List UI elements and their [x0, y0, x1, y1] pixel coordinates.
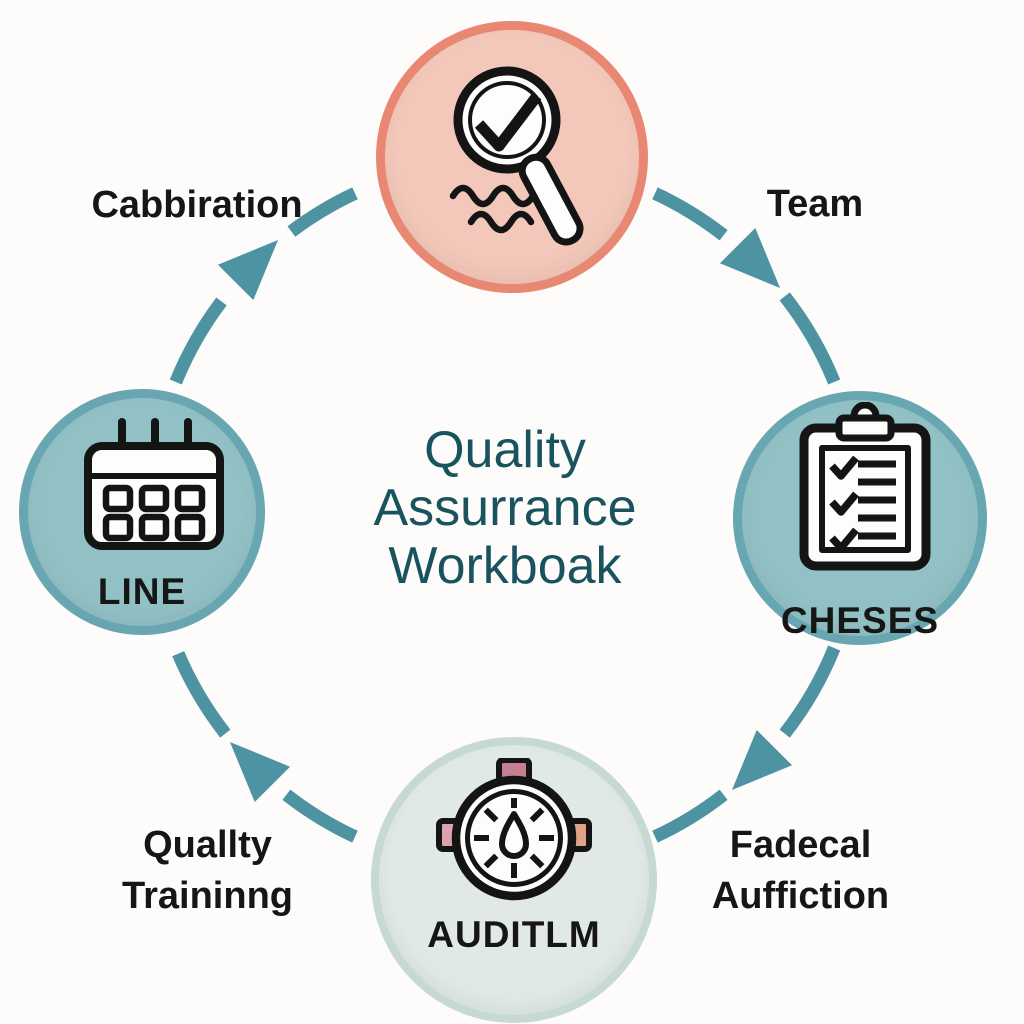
outer-label-line: Fadecal [729, 824, 872, 866]
arrow-head-bottom-right [731, 729, 793, 791]
clipboard-checklist-icon [799, 402, 931, 571]
outer-label-line: Auffiction [711, 875, 890, 917]
diagram-title-line-1: Quality [424, 421, 586, 479]
outer-label-top-left: Cabbiration [37, 180, 357, 231]
arrow-head-bottom-left [229, 741, 291, 803]
node-checklist: CHESES [733, 391, 987, 645]
diagram-title-line-2: Assurrance [373, 479, 637, 537]
calendar-icon [84, 418, 224, 550]
node-audit: AUDITLM [371, 737, 657, 1023]
node-calendar: LINE [19, 389, 265, 635]
wave-line [467, 210, 535, 234]
cycle-arc [282, 789, 358, 843]
node-label-auditlm: AUDITLM [427, 914, 601, 955]
outer-label-line: Cabbiration [91, 184, 303, 226]
cycle-arc [652, 187, 728, 241]
outer-label-line: Quallty [143, 824, 272, 866]
arrow-head-top-right [719, 227, 781, 289]
stopwatch-icon [436, 758, 592, 901]
diagram-title: Quality Assurrance Workboak [305, 421, 705, 595]
arrow-head-top-left [217, 239, 279, 301]
check-mark [829, 527, 859, 552]
check-mark [829, 455, 859, 480]
node-label-cheses: CHESES [780, 600, 940, 641]
cycle-arc [779, 292, 841, 385]
node-inspection [376, 21, 648, 293]
check-mark [829, 491, 859, 516]
outer-label-bottom-right: Fadecal Auffiction [648, 820, 953, 922]
cycle-arc [779, 645, 841, 738]
node-label-line: LINE [97, 571, 187, 612]
cycle-arc [287, 187, 358, 237]
outer-label-line: Traininng [122, 875, 293, 917]
outer-label-bottom-left: Quallty Traininng [55, 820, 360, 922]
diagram-title-line-3: Workboak [388, 537, 622, 595]
outer-label-top-right: Team [700, 179, 930, 230]
cycle-arc [172, 651, 231, 738]
wave-line [449, 184, 537, 208]
cycle-arc [169, 297, 227, 385]
gauge-pointer [499, 811, 529, 859]
outer-label-line: Team [766, 183, 864, 225]
cycle-arc [652, 789, 728, 843]
magnifier-check-icon [449, 66, 584, 246]
